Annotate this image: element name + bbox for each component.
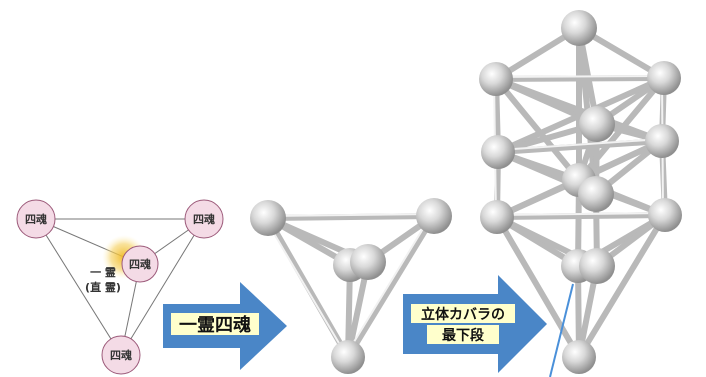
kabbalah-sphere-l3-right [648, 198, 682, 232]
kabbalah-sphere-l2-left [481, 135, 515, 169]
kabbalah-sphere-l3-left [480, 200, 514, 234]
soul-node-bottom: 四魂 [101, 335, 141, 375]
soul-label-left: 四魂 [25, 212, 47, 226]
tetrahedron-model [250, 198, 452, 374]
pointer-line [549, 283, 574, 377]
soul-node-center: 四魂 [121, 245, 159, 283]
tetra-sphere-bottom [331, 340, 365, 374]
arrow-one-reisikon: 一霊四魂 [163, 282, 287, 370]
kabbalah-sphere-l2-right [645, 124, 679, 158]
spirit-label: 一 霊 [90, 266, 116, 279]
kabbalah-sphere-top [561, 10, 597, 46]
soul-label-bottom: 四魂 [110, 348, 132, 362]
kabbalah-sphere-l1-center [579, 106, 615, 142]
kabbalah-sphere-l2-front [578, 176, 614, 212]
spirit-sublabel: (直 霊) [85, 280, 121, 294]
arrow-two-kabbalah: 立体カバラの 最下段 [403, 275, 547, 373]
arrow-one-label: 一霊四魂 [179, 314, 251, 336]
kabbalah-sphere-l3-front [579, 248, 615, 284]
soul-node-right: 四魂 [184, 199, 224, 239]
arrow-two-label-line2: 最下段 [442, 327, 484, 344]
arrow-two-label-line1: 立体カバラの [421, 306, 505, 323]
tetra-sphere-right [416, 198, 452, 234]
triangle-diagram: 四魂 四魂 四魂 四魂 一 霊 (直 霊) [16, 199, 224, 375]
kabbalah-sphere-bottom [562, 340, 596, 374]
tetra-sphere-left [250, 200, 286, 236]
kabbalah-sphere-l1-right [647, 61, 681, 95]
soul-label-center: 四魂 [129, 257, 151, 271]
kabbalah-model [479, 10, 682, 377]
soul-label-right: 四魂 [193, 212, 215, 226]
tetra-sphere-front [350, 244, 386, 280]
soul-node-left: 四魂 [16, 199, 56, 239]
kabbalah-sphere-l1-left [479, 62, 513, 96]
